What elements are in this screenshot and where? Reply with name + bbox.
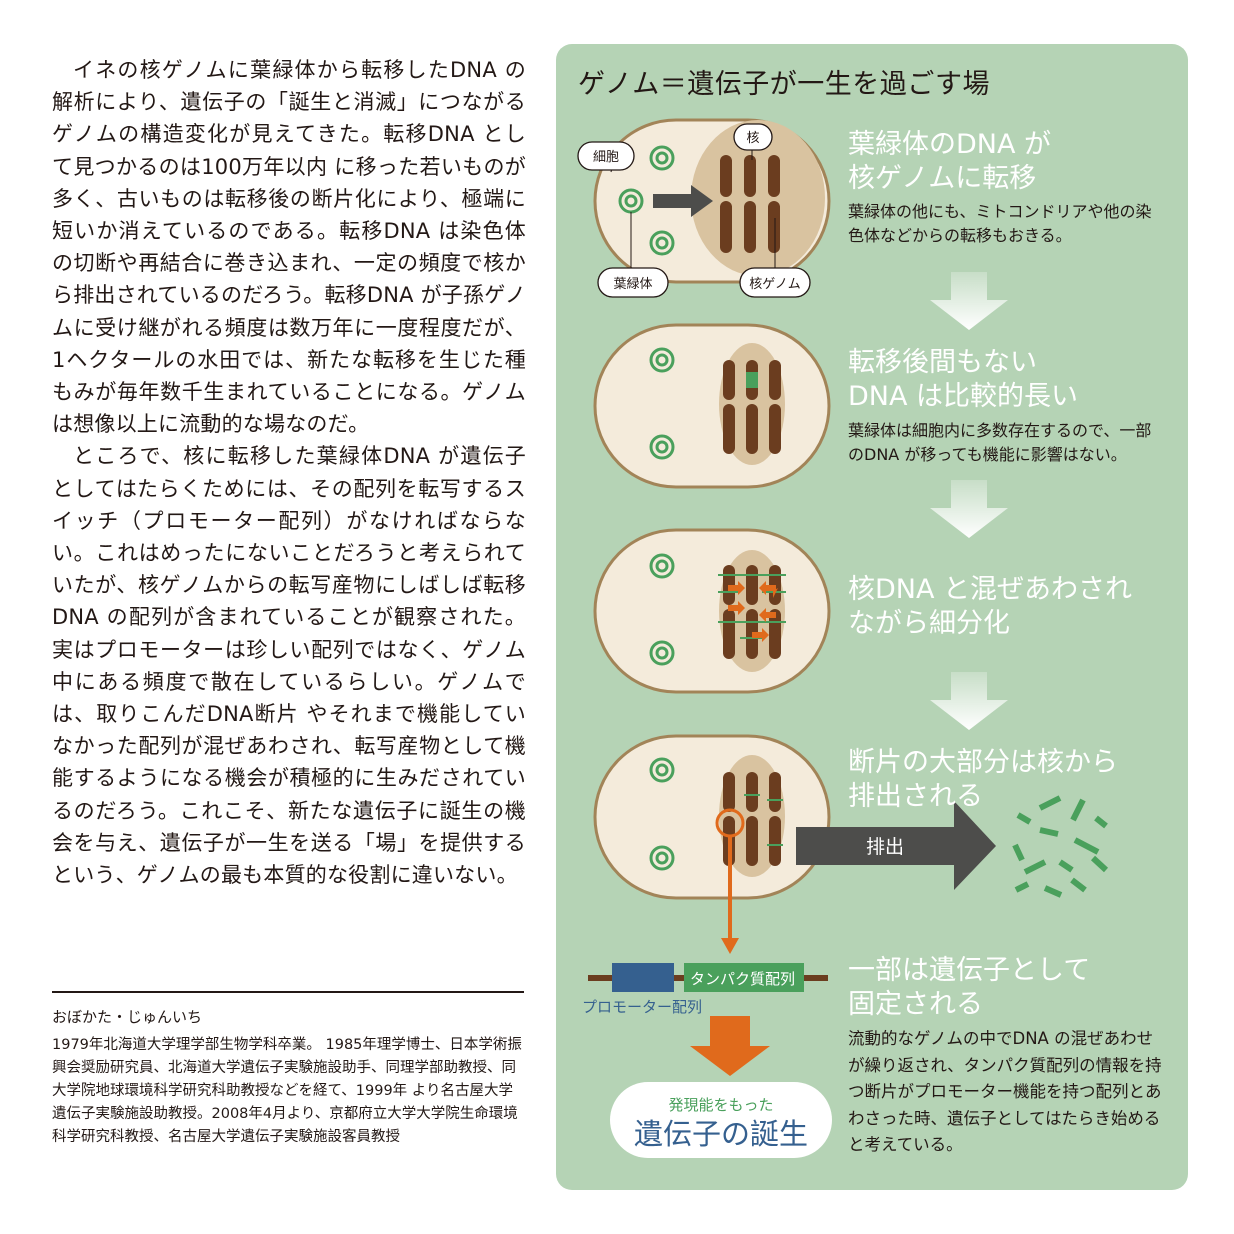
callout-nucleus-text: 核 [746,131,759,146]
step2-desc: 葉緑体は細胞内に多数存在するので、一部のDNA が移っても機能に影響はない。 [848,421,1152,464]
step3-title: 核DNA と混ぜあわされ ながら細分化 [848,573,1132,641]
callout-genome-text: 核ゲノム [749,277,801,292]
article-paragraph-1: イネの核ゲノムに葉緑体から転移したDNA の解析により、遺伝子の「誕生と消滅」に… [52,58,526,437]
step4-green-bands [744,794,783,846]
article: イネの核ゲノムに葉緑体から転移したDNA の解析により、遺伝子の「誕生と消滅」に… [52,54,526,891]
birth-small-label: 発現能をもった [668,1096,773,1114]
birth-box [610,1082,832,1158]
down-arrow-2 [930,480,1008,538]
step3-title-line1: 核DNA と混ぜあわされ [848,574,1133,605]
step4-chromosomes [723,772,781,866]
step1-title-line2: 核ゲノムに転移 [848,163,1037,194]
protein-block [684,963,804,992]
step3-cell [593,528,831,694]
author-name: おぼかた・じゅんいち [52,1008,203,1026]
step3-mixing-arrows [728,581,778,642]
divider-rule [52,991,524,993]
down-arrow-1 [930,272,1008,330]
step1-desc: 葉緑体の他にも、ミトコンドリアや他の染色体などからの転移もおきる。 [848,202,1152,245]
author-career: 1979年北海道大学理学部生物学科卒業。 1985年理学博士、日本学術振興会奨励… [52,1037,522,1145]
article-paragraph-2: ところで、核に転移した葉緑体DNA が遺伝子としてはたらくためには、その配列を転… [52,444,526,888]
promoter-label: プロモーター配列 [582,998,702,1016]
step1-title-line1: 葉緑体のDNA が [848,129,1052,160]
birth-arrow [690,1016,770,1076]
promoter-block [612,963,674,992]
callout-chloroplast-text: 葉緑体 [613,277,652,292]
step4-chloroplast-icons [649,757,675,871]
step1-chromosomes [720,155,780,253]
protein-label: タンパク質配列 [690,970,795,988]
step5-desc: 流動的なゲノムの中でDNA の混ぜあわせが繰り返され、タンパク質配列の情報を持つ… [848,1029,1162,1154]
callout-bubbles [577,123,811,298]
step5-title-line2: 固定される [848,989,983,1020]
step2-chloroplast-icons [649,347,675,460]
panel-title: ゲノム＝遺伝子が一生を過ごす場 [578,69,990,100]
step4-title-line2: 排出される [848,781,983,812]
step3-title-line2: ながら細分化 [848,608,1010,639]
genome-diagram-panel: ゲノム＝遺伝子が一生を過ごす場 [556,44,1188,1190]
author-bio: おぼかた・じゅんいち 1979年北海道大学理学部生物学科卒業。 1985年理学博… [52,1006,526,1149]
callout-nucleus [733,123,773,151]
step2-title: 転移後間もない DNA は比較的長い [848,346,1078,414]
callout-genome [739,267,811,298]
expelled-fragments [1012,795,1109,898]
diagram-graphic: 細胞 核 葉緑体 核ゲノム 排出 タンパク質配列 プロモーター配列 発現能をもっ… [577,118,1109,1158]
transfer-arrow [653,185,713,217]
inserted-dna-segment [746,372,758,388]
step5-title: 一部は遺伝子として 固定される [848,954,1090,1022]
step4-title-line1: 断片の大部分は核から [848,747,1118,778]
down-arrow-3 [930,672,1008,730]
expel-label: 排出 [866,836,904,858]
step2-cell [593,323,831,489]
step4-title: 断片の大部分は核から 排出される [848,746,1118,814]
step2-title-line2: DNA は比較的長い [848,381,1079,412]
callout-texts: 細胞 核 葉緑体 核ゲノム [593,131,801,292]
callout-chloroplast [597,267,669,298]
step1-cell [593,118,831,284]
callout-cell [577,141,635,171]
step5-title-line1: 一部は遺伝子として [848,955,1091,986]
birth-big-label: 遺伝子の誕生 [634,1117,808,1151]
step2-title-line1: 転移後間もない [848,347,1037,378]
step4-cell [593,734,831,900]
callout-cell-text: 細胞 [593,150,619,165]
orange-arrowhead [721,938,739,954]
step1-title: 葉緑体のDNA が 核ゲノムに転移 [848,128,1051,196]
expel-arrow [796,801,996,890]
step3-chloroplast-icons [649,553,675,666]
